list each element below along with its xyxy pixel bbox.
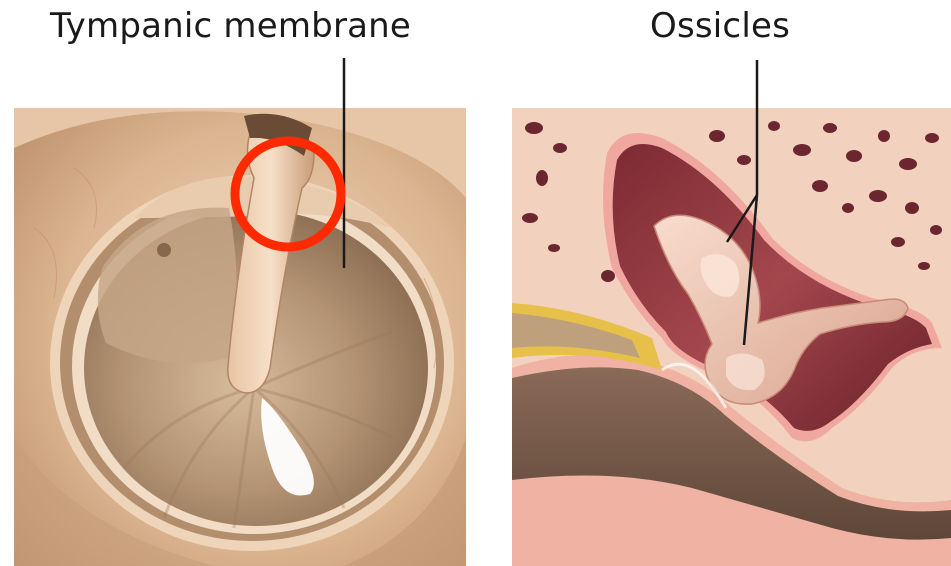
ossicles-label: Ossicles — [650, 6, 790, 46]
eardrum-illustration — [14, 108, 466, 566]
ossicles-illustration — [512, 108, 951, 566]
tympanic-membrane-label: Tympanic membrane — [50, 6, 411, 46]
